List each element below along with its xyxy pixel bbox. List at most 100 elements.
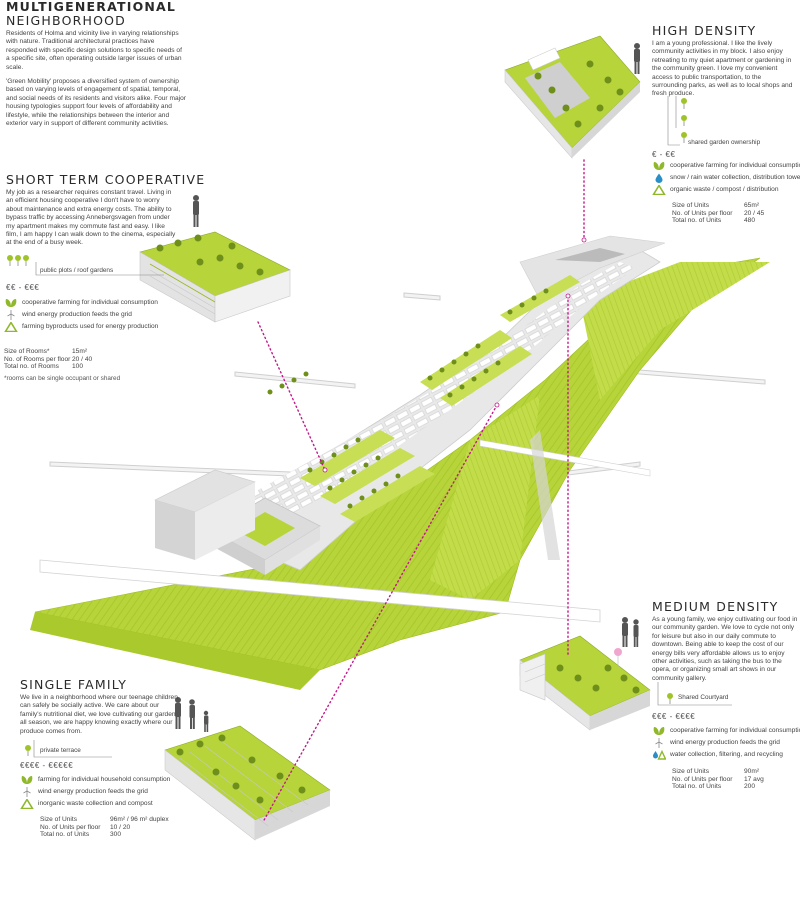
medium-density-garden-label: Shared Courtyard (678, 694, 729, 701)
high-density-inset (504, 35, 641, 159)
legend-row: farming byproducts used for energy produ… (4, 321, 194, 333)
stat-value: 17 avg (744, 775, 764, 783)
stat-row: Total no. of Units 200 (672, 783, 797, 791)
stacked-tree-icons (667, 96, 687, 146)
recycle-icon (20, 799, 34, 809)
connector-dots (322, 237, 587, 473)
stat-row: Size of Units 90m² (672, 768, 797, 776)
single-family-title: SINGLE FAMILY (20, 677, 128, 692)
stat-value: 100 (72, 363, 84, 371)
intro-text: Residents of Holma and vicinity live in … (6, 30, 186, 128)
wind-turbine-icon (7, 310, 15, 320)
stat-value: 65m² (744, 202, 760, 209)
high-density-price: € - €€ (652, 150, 676, 159)
stat-row: Total no. of Units 300 (40, 831, 190, 839)
stat-row: Total no. of Units 480 (672, 217, 797, 225)
stat-value: 480 (744, 217, 756, 225)
tree-row-icon (7, 255, 29, 266)
stat-value: 300 (110, 831, 122, 839)
leaf-icon (5, 299, 17, 307)
single-family-inset (164, 697, 331, 841)
stat-value: 200 (744, 783, 756, 791)
high-density-garden: shared garden ownership (660, 96, 800, 148)
site-trees (267, 288, 549, 509)
medium-density-title: MEDIUM DENSITY (652, 599, 779, 614)
legend-row: wind energy production feeds the grid (4, 309, 194, 321)
legend-label: organic waste / compost / distribution (670, 186, 779, 193)
short-term-text: My job as a researcher requires constant… (6, 189, 176, 247)
short-term-garden: public plots / roof gardens (6, 254, 166, 278)
legend-label: cooperative farming for individual consu… (670, 162, 800, 169)
single-family-text: We live in a neighborhood where our teen… (20, 694, 178, 735)
high-density-garden-label: shared garden ownership (688, 139, 761, 146)
tree-icon (657, 682, 732, 706)
legend-label: wind energy production feeds the grid (670, 739, 780, 746)
legend-label: water collection, filtering, and recycli… (670, 751, 783, 758)
stat-value: 90m² (744, 768, 760, 775)
high-density-text: I am a young professional. I like the li… (652, 40, 793, 98)
legend-row: cooperative farming for individual consu… (652, 725, 800, 737)
water-drop-icon (655, 173, 663, 183)
stat-label: Total no. of Units (672, 783, 722, 791)
single-family-legend: farming for individual household consump… (20, 774, 200, 810)
medium-density-legend: cooperative farming for individual consu… (652, 725, 800, 761)
high-density-title: HIGH DENSITY (652, 23, 757, 38)
short-term-inset (139, 195, 291, 323)
intro-block: MULTIGENERATIONAL NEIGHBORHOOD Residents… (6, 0, 186, 134)
legend-label: cooperative farming for individual consu… (22, 299, 158, 306)
legend-label: wind energy production feeds the grid (38, 788, 148, 795)
legend-row: organic waste / compost / distribution (652, 184, 800, 196)
legend-row: cooperative farming for individual consu… (652, 160, 800, 172)
short-term-legend: cooperative farming for individual consu… (4, 297, 194, 333)
single-family-price: €€€€ - €€€€€ (20, 761, 74, 770)
short-term-price: €€ - €€€ (6, 283, 40, 292)
high-density-section: HIGH DENSITY I am a young professional. … (652, 24, 794, 99)
legend-row: farming for individual household consump… (20, 774, 200, 786)
legend-label: farming for individual household consump… (38, 776, 171, 783)
stat-label: Size of Units (672, 768, 710, 775)
wind-turbine-icon (23, 787, 31, 797)
medium-density-garden: Shared Courtyard (652, 682, 792, 708)
stat-label: Total no. of Units (40, 831, 90, 839)
wind-turbine-icon (655, 738, 663, 748)
leaf-icon (653, 162, 665, 170)
intro-para-1: Residents of Holma and vicinity live in … (6, 30, 182, 71)
water-recycle-icon (653, 750, 666, 760)
legend-row: water collection, filtering, and recycli… (652, 749, 800, 761)
legend-row: wind energy production feeds the grid (652, 737, 800, 749)
recycle-icon (4, 322, 18, 332)
intro-title-line2: NEIGHBORHOOD (6, 13, 127, 28)
single-family-section: SINGLE FAMILY We live in a neighborhood … (20, 678, 190, 736)
stat-label: No. of Rooms per floor (4, 355, 71, 363)
single-family-garden: private terrace (22, 738, 172, 760)
stat-value: 20 / 40 (72, 355, 93, 363)
short-term-stats: Size of Rooms*15m² No. of Rooms per floo… (4, 348, 154, 382)
legend-row: wind energy production feeds the grid (20, 786, 200, 798)
heart-balloon (614, 648, 622, 668)
legend-label: inorganic waste collection and compost (38, 800, 153, 807)
legend-row: snow / rain water collection, distributi… (652, 172, 800, 184)
bracket-line (35, 262, 164, 276)
tree-icon (25, 740, 112, 758)
stat-label: No. of Units per floor (40, 823, 101, 831)
legend-row: cooperative farming for individual consu… (4, 297, 194, 309)
leaf-icon (21, 776, 33, 784)
stat-label: Size of Units (40, 816, 78, 823)
leaf-icon (653, 727, 665, 735)
legend-row: inorganic waste collection and compost (20, 798, 200, 810)
medium-density-text: As a young family, we enjoy cultivating … (652, 616, 798, 682)
legend-label: farming byproducts used for energy produ… (22, 323, 159, 330)
stat-label: No. of Units per floor (672, 209, 733, 217)
medium-density-inset (519, 617, 651, 731)
single-family-garden-label: private terrace (40, 747, 81, 754)
short-term-title: SHORT TERM COOPERATIVE (6, 172, 206, 187)
stat-label: Total no. of Units (672, 217, 722, 225)
